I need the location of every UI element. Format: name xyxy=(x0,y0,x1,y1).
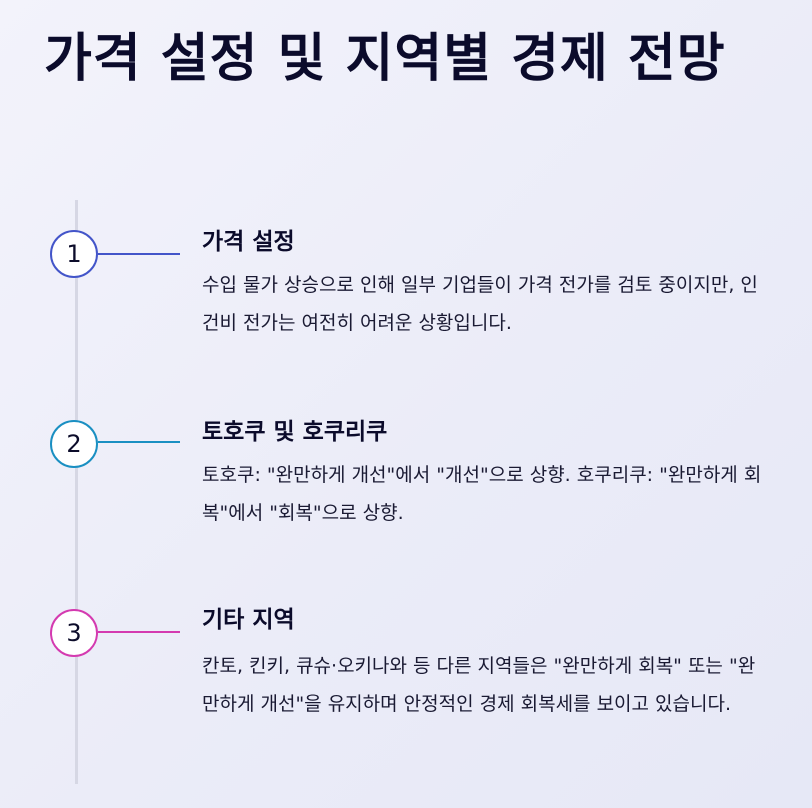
step-title: 가격 설정 xyxy=(202,229,295,255)
step-title: 토호쿠 및 호쿠리쿠 xyxy=(202,419,388,445)
step-connector xyxy=(98,631,180,633)
step-connector xyxy=(98,441,180,443)
step-number-badge: 1 xyxy=(50,230,98,278)
step-number-badge: 3 xyxy=(50,609,98,657)
step-connector xyxy=(98,253,180,255)
step-description: 칸토, 킨키, 큐슈·오키나와 등 다른 지역들은 "완만하게 회복" 또는 "… xyxy=(202,655,756,715)
timeline-line xyxy=(75,200,78,784)
step-description: 수입 물가 상승으로 인해 일부 기업들이 가격 전가를 검토 중이지만, 인건… xyxy=(202,274,758,334)
page-title: 가격 설정 및 지역별 경제 전망 xyxy=(44,29,726,89)
step-title: 기타 지역 xyxy=(202,607,295,633)
step-number-badge: 2 xyxy=(50,420,98,468)
step-description: 토호쿠: "완만하게 개선"에서 "개선"으로 상향. 호쿠리쿠: "완만하게 … xyxy=(202,464,762,524)
